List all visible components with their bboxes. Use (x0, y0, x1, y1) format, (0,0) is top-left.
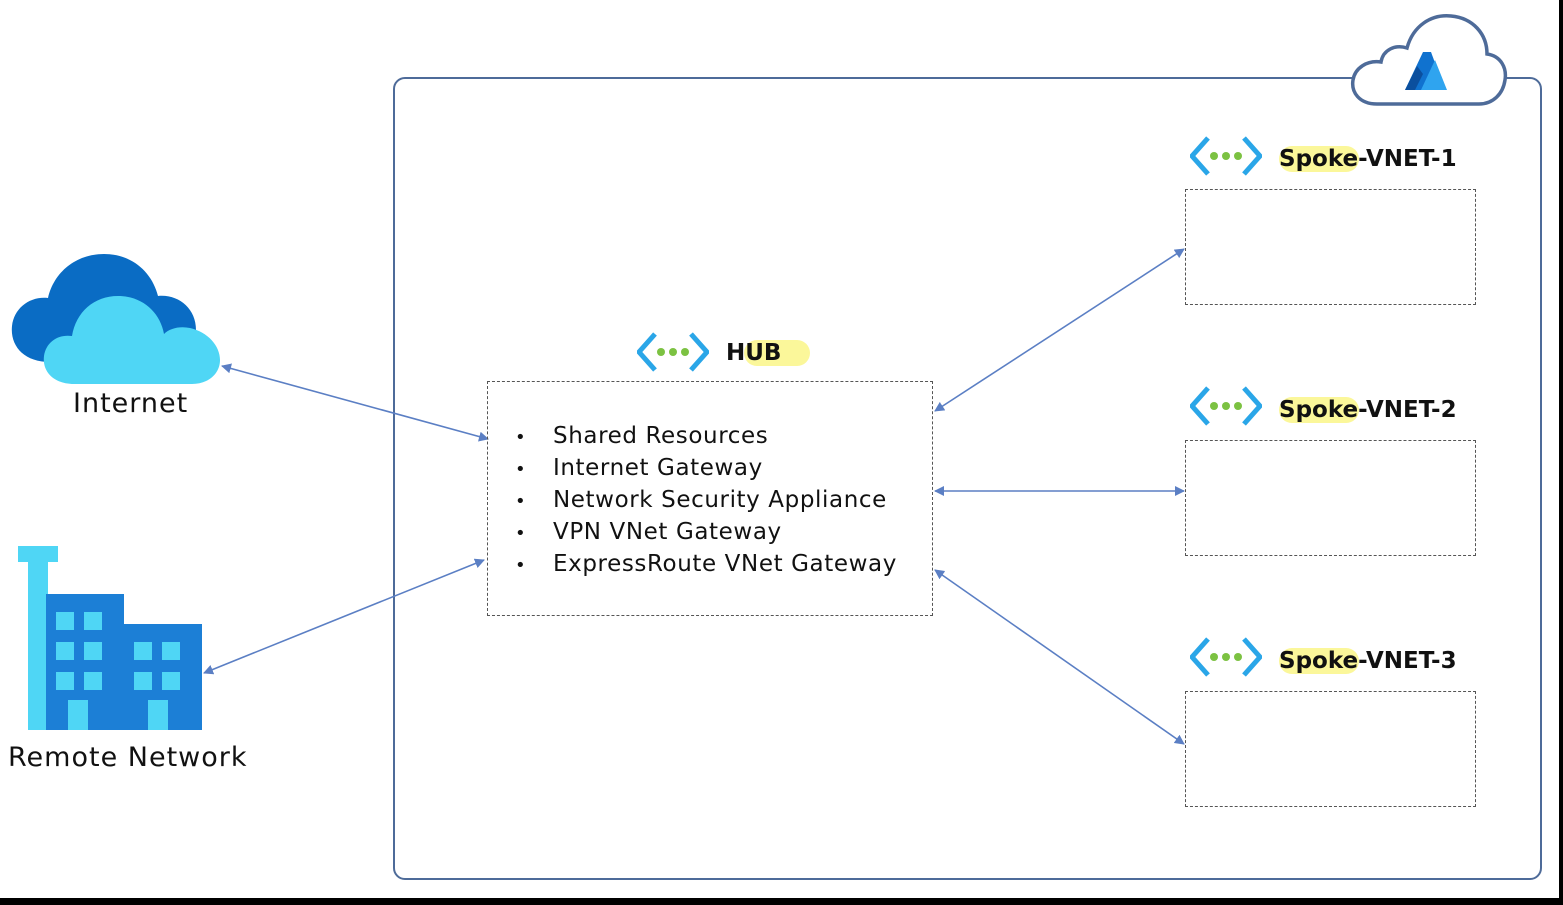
spoke-1-box (1185, 189, 1476, 305)
hub-list-item: •Internet Gateway (515, 455, 763, 481)
spoke-3-title-highlight (1279, 648, 1359, 674)
vnet-icon (1190, 136, 1262, 176)
spoke-2-title-highlight (1279, 397, 1359, 423)
azure-cloud-logo-icon (1350, 14, 1508, 106)
hub-list-item: •Network Security Appliance (515, 487, 887, 513)
spoke-1-title: Spoke-VNET-1 (1279, 146, 1457, 172)
spoke-3-title: Spoke-VNET-3 (1279, 648, 1457, 674)
edge-internet-hub (221, 363, 489, 442)
spoke-2-title: Spoke-VNET-2 (1279, 397, 1457, 423)
hub-title-highlight (744, 340, 810, 366)
edge-hub-spoke-1 (934, 248, 1185, 412)
vnet-icon (637, 332, 709, 372)
azure-boundary (393, 77, 1542, 880)
vnet-icon (1190, 637, 1262, 677)
edge-hub-spoke-3 (934, 569, 1185, 745)
building-icon (18, 546, 202, 730)
spoke-3-box (1185, 691, 1476, 807)
remote-network-label: Remote Network (8, 742, 248, 773)
hub-title: HUB (726, 340, 782, 366)
hub-list-item: •Shared Resources (515, 423, 769, 449)
hub-resource-list: •Shared Resources •Internet Gateway •Net… (515, 420, 897, 580)
hub-list-item: •VPN VNet Gateway (515, 519, 782, 545)
spoke-2-box (1185, 440, 1476, 556)
hub-box (487, 381, 933, 616)
hub-list-item: •ExpressRoute VNet Gateway (515, 551, 897, 577)
internet-label: Internet (73, 388, 189, 419)
vnet-icon (1190, 386, 1262, 426)
cloud-icon (11, 254, 220, 384)
spoke-1-title-highlight (1279, 146, 1359, 172)
edge-remote-hub (203, 558, 485, 675)
